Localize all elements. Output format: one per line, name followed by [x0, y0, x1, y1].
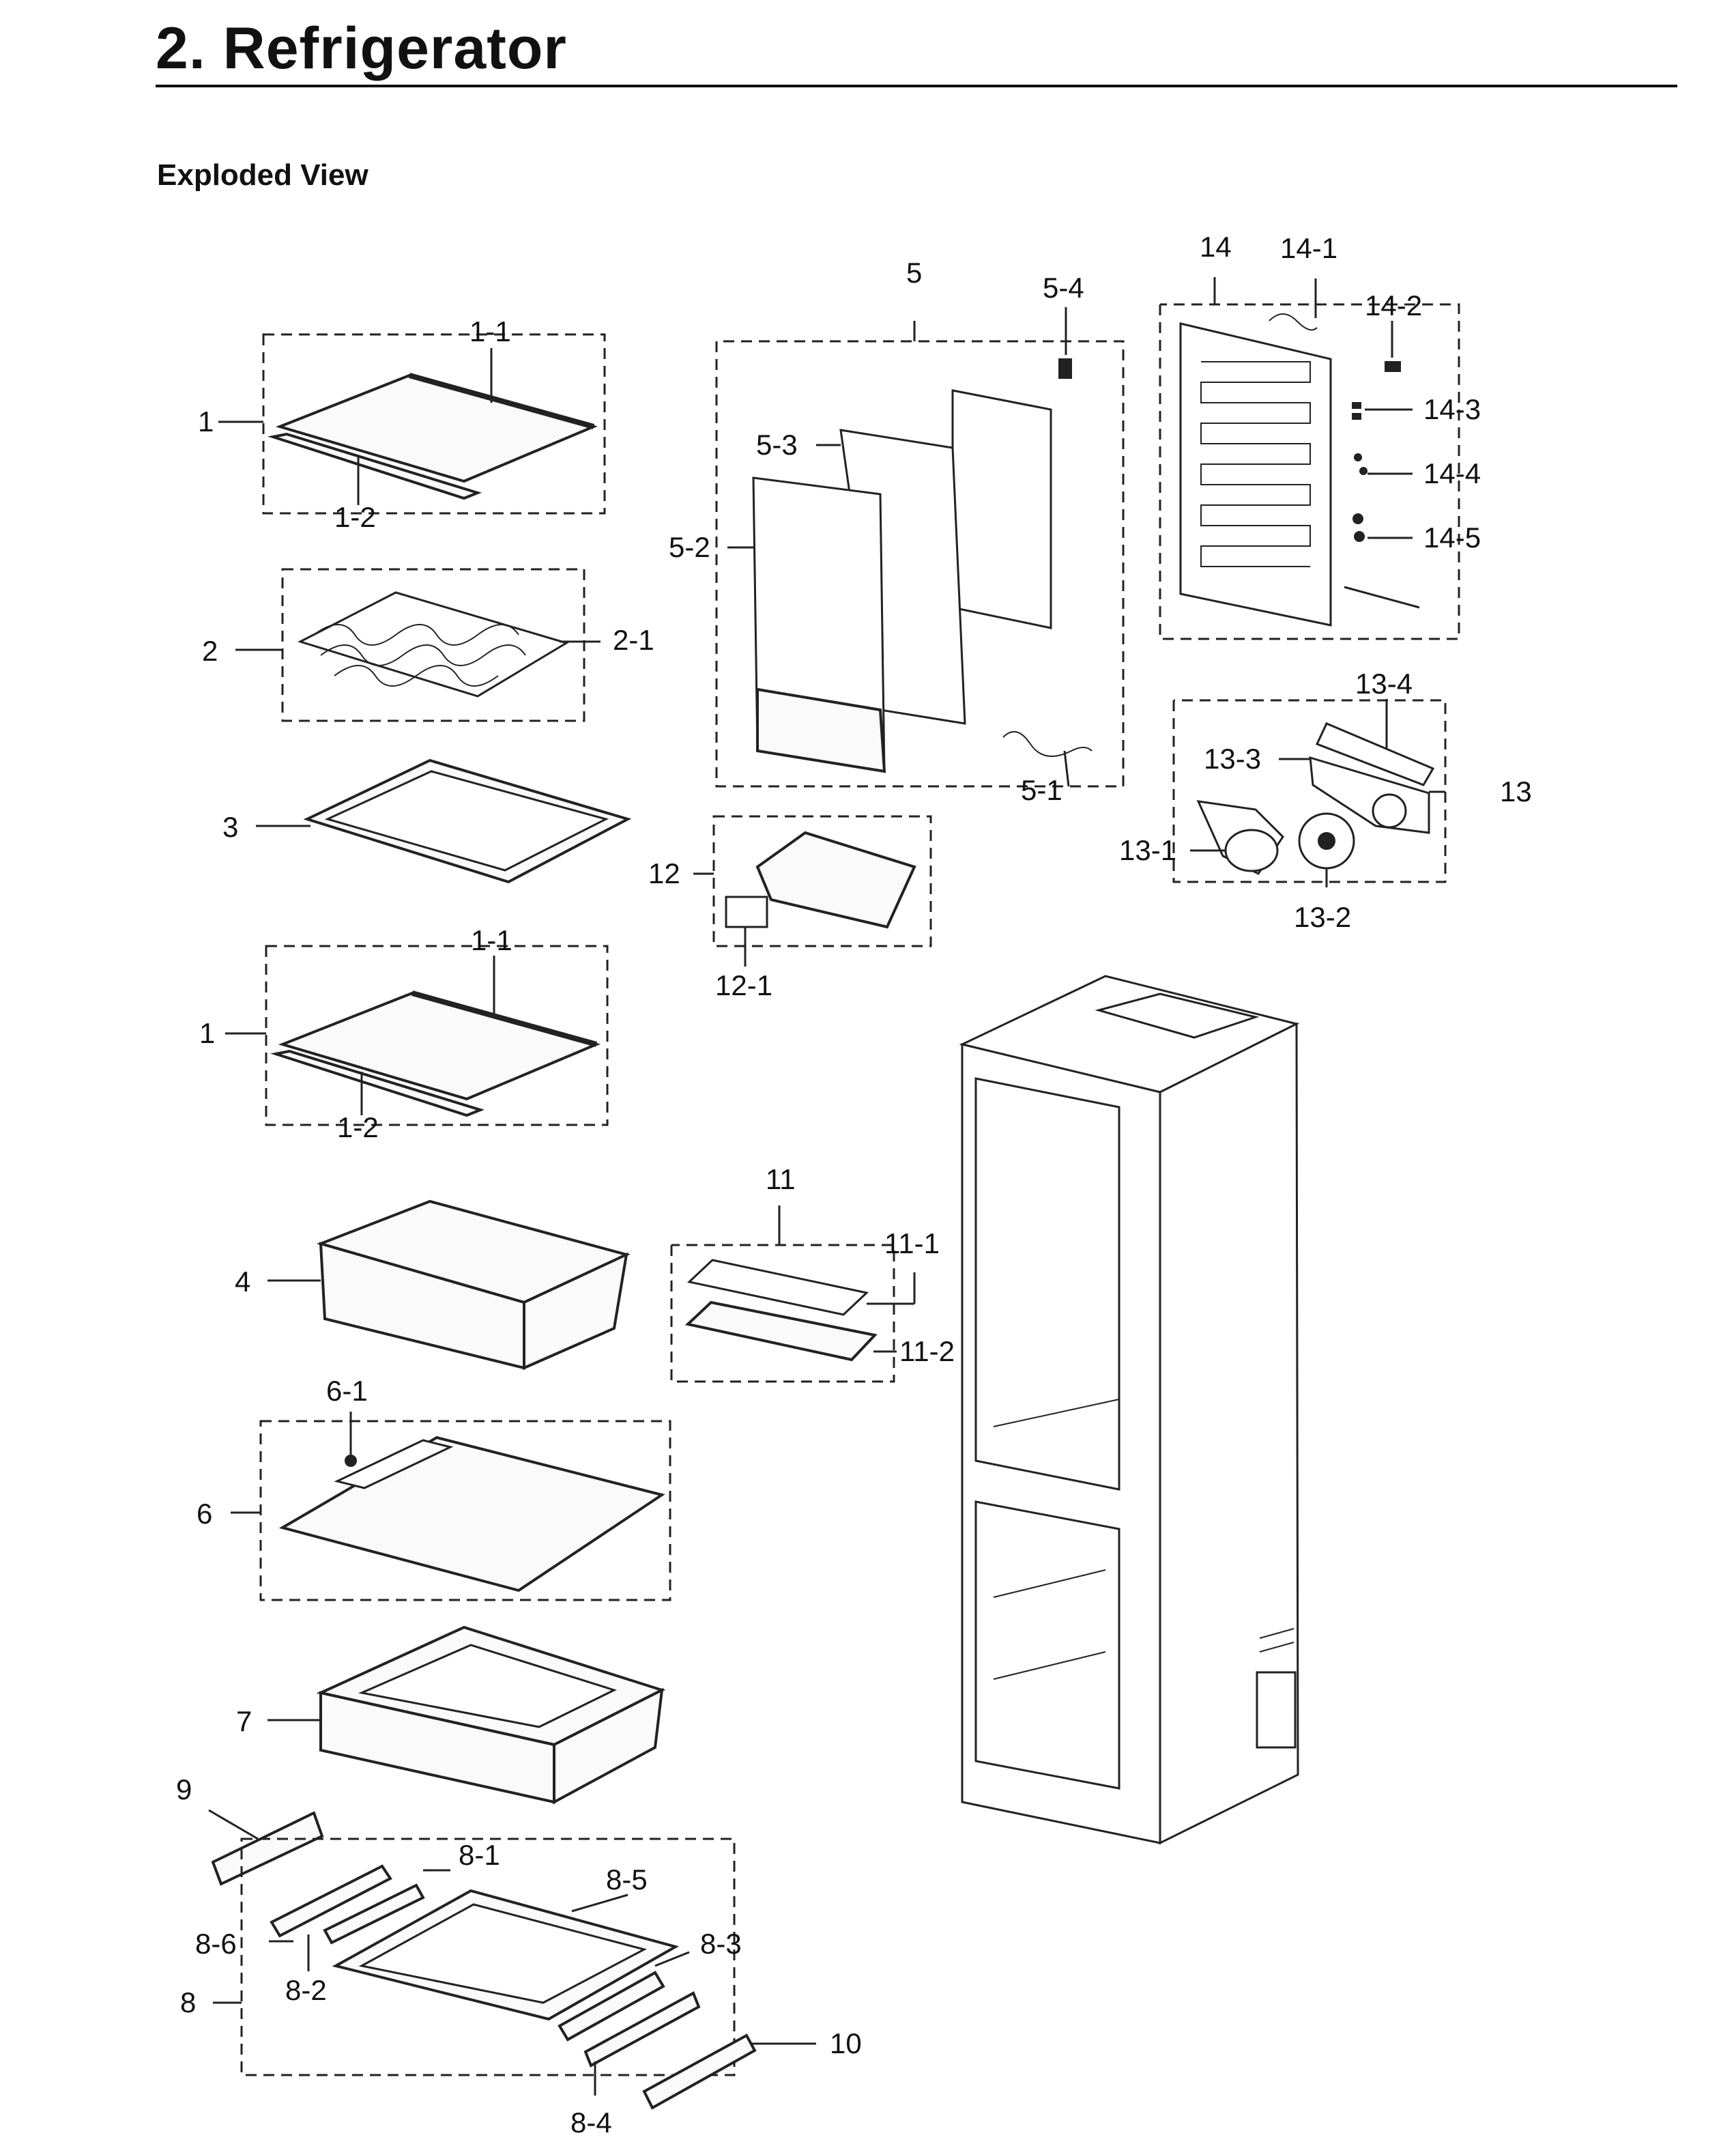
rail-9: [208, 1809, 324, 1886]
tray-group-8: [213, 1838, 736, 2096]
evaporator-group-14: [1159, 277, 1460, 640]
callout-12: 12: [648, 857, 680, 889]
control-box-group-12: [693, 815, 932, 967]
callout-14-4: 14-4: [1423, 457, 1481, 489]
title-underline: [156, 85, 1677, 87]
callout-14-2: 14-2: [1365, 289, 1422, 321]
callout-12-1: 12-1: [715, 969, 772, 1001]
callout-9: 9: [176, 1773, 192, 1805]
shelf-group-lower: [225, 945, 609, 1126]
callout-3: 3: [222, 811, 238, 843]
callout-1-1b: 1-1: [471, 924, 512, 956]
cover-panel-group-5: [715, 307, 1125, 788]
callout-8-3: 8-3: [700, 1928, 742, 1960]
drawer-cover-group: [231, 1412, 671, 1601]
callout-11-1: 11-1: [884, 1227, 940, 1259]
rail-10: [642, 2033, 816, 2110]
callout-8-4: 8-4: [570, 2106, 612, 2139]
callout-13-4: 13-4: [1355, 668, 1413, 700]
callout-14-5: 14-5: [1423, 521, 1481, 554]
callout-11-2: 11-2: [899, 1335, 955, 1367]
callout-6-1: 6-1: [326, 1375, 368, 1407]
page-title: 2. Refrigerator: [156, 16, 567, 81]
wine-rack-group: [235, 568, 601, 722]
section-subtitle: Exploded View: [157, 158, 368, 192]
callout-1-1: 1-1: [469, 315, 511, 347]
callout-1-2: 1-2: [334, 501, 376, 533]
callout-10: 10: [830, 2027, 862, 2059]
callout-5: 5: [906, 257, 922, 289]
callout-14-3: 14-3: [1423, 393, 1481, 425]
callout-5-4: 5-4: [1043, 272, 1084, 304]
callout-13-2: 13-2: [1294, 901, 1351, 933]
callout-1: 1: [198, 405, 214, 438]
freezer-drawer: [267, 1625, 666, 1805]
callout-14: 14: [1200, 231, 1232, 263]
callout-5-2: 5-2: [669, 531, 710, 563]
callout-2-1: 2-1: [613, 624, 654, 656]
glass-shelf: [256, 758, 632, 884]
refrigerator-cabinet: [959, 975, 1300, 1845]
callout-13-1: 13-1: [1119, 834, 1176, 866]
callout-7: 7: [236, 1705, 252, 1737]
callout-5-3: 5-3: [756, 429, 798, 461]
callout-2: 2: [202, 635, 218, 667]
callout-6: 6: [197, 1498, 212, 1530]
callout-13-3: 13-3: [1204, 743, 1261, 775]
callout-14-1: 14-1: [1280, 232, 1337, 264]
tray-group-11: [670, 1205, 916, 1383]
callout-8-6: 8-6: [195, 1928, 237, 1960]
callout-5-1: 5-1: [1021, 774, 1062, 806]
callout-8-2: 8-2: [285, 1974, 327, 2006]
callout-13: 13: [1500, 775, 1532, 807]
callout-8-5: 8-5: [606, 1863, 648, 1896]
callout-8: 8: [180, 1986, 196, 2018]
callout-8-1: 8-1: [459, 1839, 500, 1871]
callout-4: 4: [235, 1266, 250, 1298]
crisper-drawer: [267, 1199, 631, 1371]
callout-1b: 1: [199, 1017, 215, 1049]
fan-group-13: [1172, 699, 1447, 887]
callout-1-2b: 1-2: [337, 1111, 379, 1143]
shelf-group-top: [218, 333, 606, 515]
callout-11: 11: [766, 1163, 796, 1195]
